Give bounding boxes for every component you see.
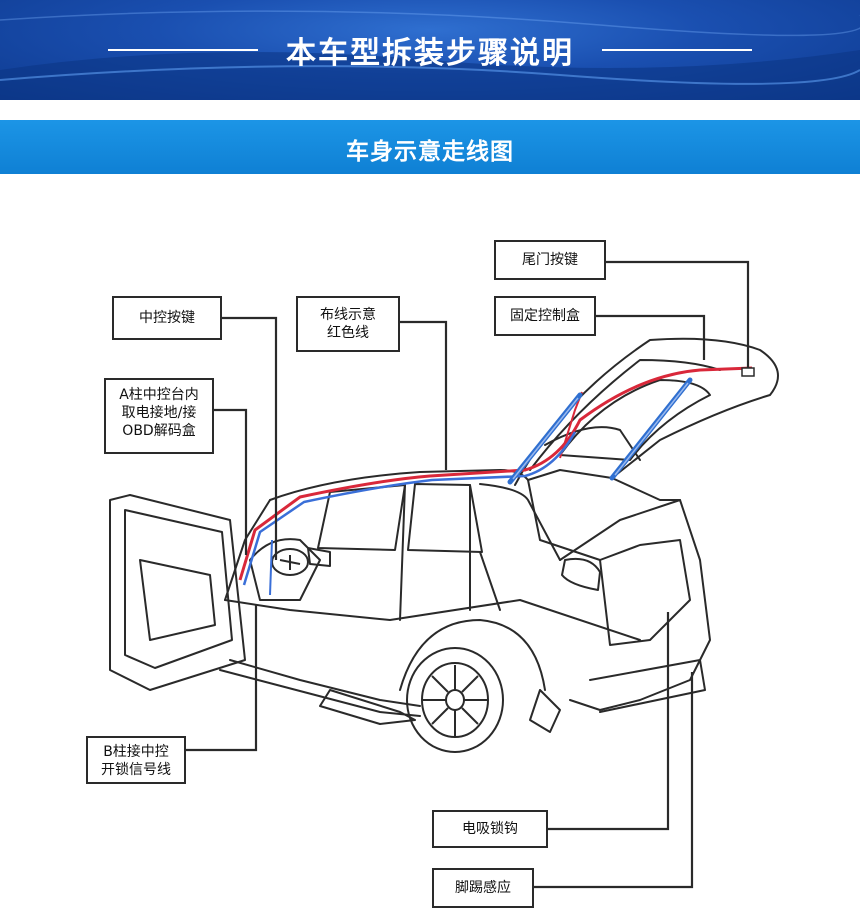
blue-wiring-route (242, 431, 577, 586)
wiring-diagram: 中控按键 布线示意 红色线 A柱中控台内 取电接地/接 OBD解码盒 B柱接中控… (0, 180, 860, 924)
header-banner: 本车型拆装步骤说明 (0, 0, 860, 100)
label-center-button: 中控按键 (112, 296, 222, 340)
label-wiring: 布线示意 红色线 (296, 296, 400, 352)
page-title: 本车型拆装步骤说明 (286, 36, 574, 71)
label-tailgate-button: 尾门按键 (494, 240, 606, 280)
section-banner: 车身示意走线图 (0, 120, 860, 174)
tailgate-switch-marker (741, 367, 755, 377)
blue-wiring-dash (269, 539, 273, 596)
label-a-pillar: A柱中控台内 取电接地/接 OBD解码盒 (104, 378, 214, 454)
red-wiring-route (238, 366, 753, 581)
steering-wheel-icon (271, 548, 309, 576)
label-control-box: 固定控制盒 (494, 296, 596, 336)
label-latch: 电吸锁钩 (432, 810, 548, 848)
section-title: 车身示意走线图 (346, 139, 514, 165)
car-outline (109, 260, 779, 889)
label-b-pillar: B柱接中控 开锁信号线 (86, 736, 186, 784)
wheel-icon (406, 647, 504, 753)
label-kick-sensor: 脚踢感应 (432, 868, 534, 908)
header-wave-decoration (0, 10, 860, 100)
header-left-rule (108, 49, 258, 51)
header-right-rule (602, 49, 752, 51)
